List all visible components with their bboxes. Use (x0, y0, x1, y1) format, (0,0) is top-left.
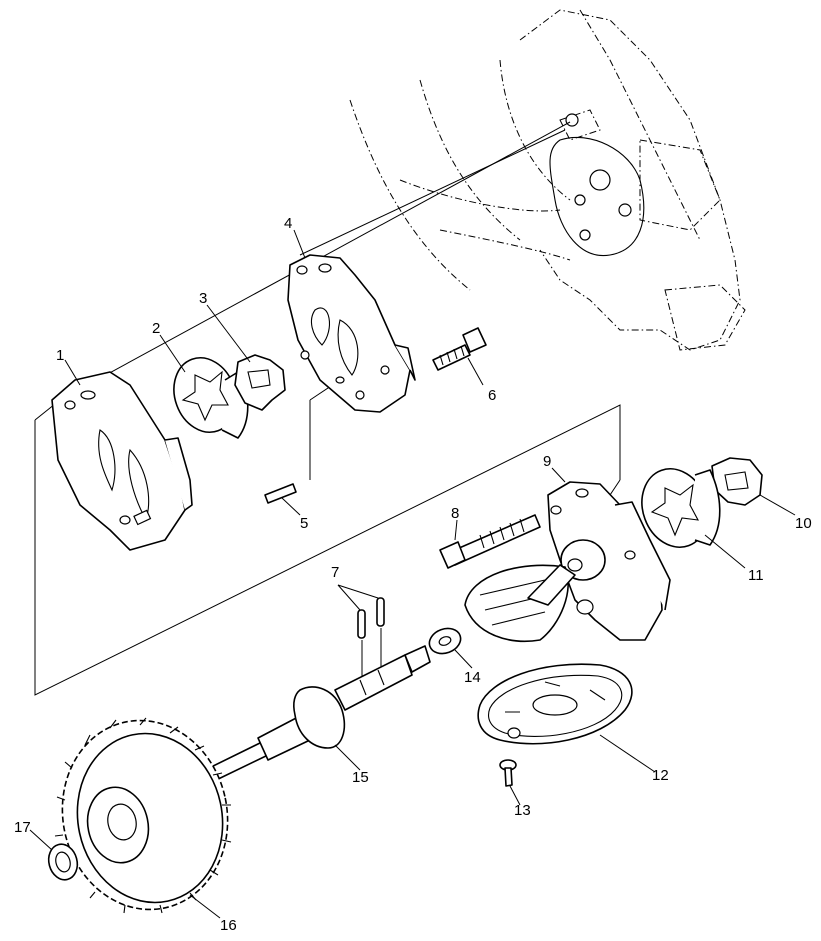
callout-1: 1 (56, 347, 64, 364)
callout-15: 15 (352, 769, 369, 786)
gear-part-16 (54, 717, 232, 914)
pump-shaft-part-15 (204, 645, 431, 784)
pump-body-plate-part-1 (51, 371, 193, 551)
callout-3: 3 (199, 290, 207, 307)
pump-cover-plate-part-4 (287, 254, 416, 413)
washer-part-17 (47, 843, 79, 881)
callout-4: 4 (284, 215, 292, 232)
crankcase (349, 9, 746, 351)
outer-rotor-part-2 (173, 357, 249, 439)
screw-part-13 (499, 759, 517, 787)
callout-13: 13 (514, 802, 531, 819)
outer-rotor-part-11 (641, 468, 721, 548)
callout-11: 11 (748, 567, 764, 584)
callout-labels: 1 2 3 4 5 6 7 8 9 10 11 12 13 14 15 16 1… (14, 215, 812, 934)
washer-part-14 (428, 627, 462, 655)
callout-5: 5 (300, 515, 308, 532)
callout-10: 10 (795, 515, 812, 532)
inner-rotor-part-3 (234, 354, 286, 411)
callout-12: 12 (652, 767, 669, 784)
pump-housing-part-9 (464, 481, 671, 642)
callout-17: 17 (14, 819, 31, 836)
callout-2: 2 (152, 320, 160, 337)
leader-lines (29, 229, 796, 919)
bolt-part-8 (439, 514, 541, 569)
callout-9: 9 (543, 453, 551, 470)
pins-part-7 (357, 597, 385, 680)
callout-14: 14 (464, 669, 481, 686)
cover-plate-part-12 (477, 663, 633, 745)
callout-7: 7 (331, 564, 339, 581)
dowel-pin-part-5 (264, 483, 297, 504)
callout-16: 16 (220, 917, 237, 934)
callout-8: 8 (451, 505, 459, 522)
screw-part-6 (432, 327, 487, 371)
callout-6: 6 (488, 387, 496, 404)
